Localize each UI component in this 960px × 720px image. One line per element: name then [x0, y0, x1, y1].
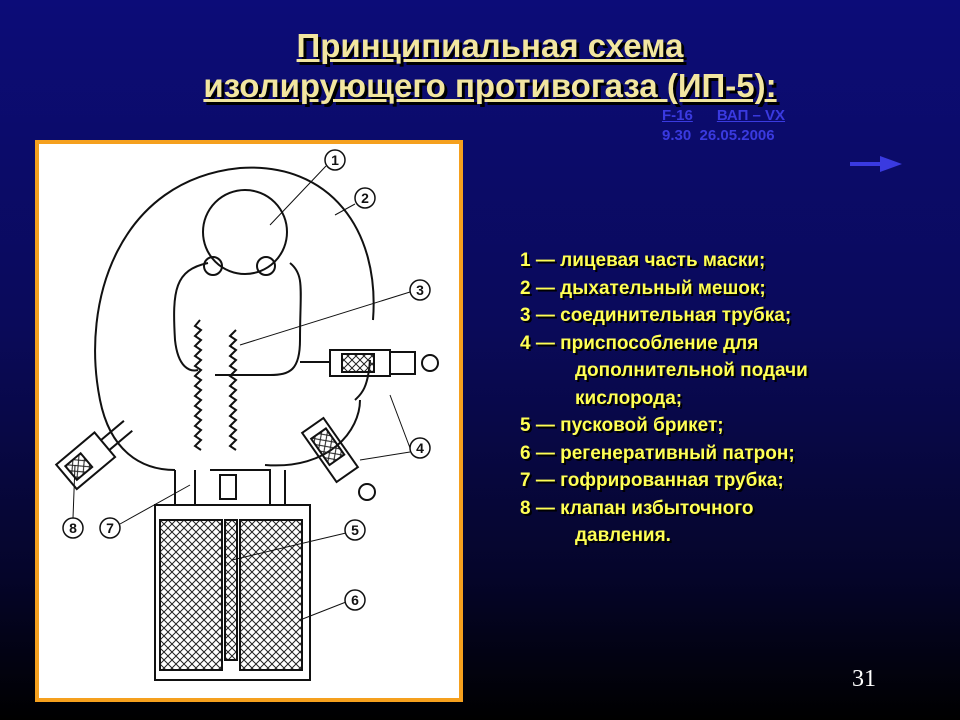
diagram-label-5: 5 [351, 522, 359, 538]
legend-item-8-cont: давления. [575, 525, 671, 546]
diagram-label-6: 6 [351, 592, 359, 608]
slide-title-line1: Принципиальная схема [296, 27, 684, 64]
mask-body [173, 262, 302, 376]
code-line: F-16 ВАП – VX [662, 107, 809, 125]
mask-eye-left [203, 256, 223, 276]
diagram-label-7: 7 [106, 520, 114, 536]
legend-item-4: 4 — приспособление для [520, 332, 759, 354]
legend-item-6: 6 — регенеративный патрон; [520, 442, 795, 464]
legend-item-4-cont2: кислорода; [575, 387, 683, 409]
diagram-label-4: 4 [416, 440, 424, 456]
regenerative-cartridge [154, 504, 311, 681]
connecting-tube [228, 329, 238, 451]
date-line: 9.30 26.05.2006 [662, 127, 775, 145]
legend-item-5: 5 — пусковой брикет; [520, 415, 724, 436]
legend-item-7: 7 — гофрированная трубка; [520, 470, 784, 491]
starter-briquette [224, 519, 238, 661]
code-b: ВАП – VX [716, 107, 786, 124]
diagram-label-2: 2 [361, 190, 369, 206]
breathing-bag [94, 166, 375, 471]
code-date: 26.05.2006 [699, 127, 775, 144]
mask-head [202, 189, 288, 275]
diagram-label-8: 8 [69, 520, 77, 536]
code-time: 9.30 [662, 127, 692, 144]
arrow-right-icon[interactable] [850, 156, 904, 172]
legend-item-3: 3 — соединительная трубка; [520, 305, 792, 326]
slide-title-line2: изолирующего противогаза (ИП-5): [203, 67, 777, 104]
excess-pressure-valve [54, 420, 133, 491]
legend: 1 — лицевая часть маски; 2 — дыхательный… [520, 247, 808, 550]
code-a: F-16 [662, 107, 693, 124]
diagram-label-3: 3 [416, 282, 424, 298]
oxygen-supply-device [300, 349, 439, 501]
legend-item-1: 1 — лицевая часть маски; [520, 250, 766, 271]
legend-item-4-cont: дополнительной подачи [575, 360, 808, 381]
diagram-label-1: 1 [331, 152, 339, 168]
legend-item-2: 2 — дыхательный мешок; [520, 277, 766, 299]
mask-eye-right [256, 256, 276, 276]
legend-item-8: 8 — клапан избыточного [520, 497, 754, 519]
page-number: 31 [852, 666, 876, 692]
corrugated-tube [193, 319, 203, 451]
